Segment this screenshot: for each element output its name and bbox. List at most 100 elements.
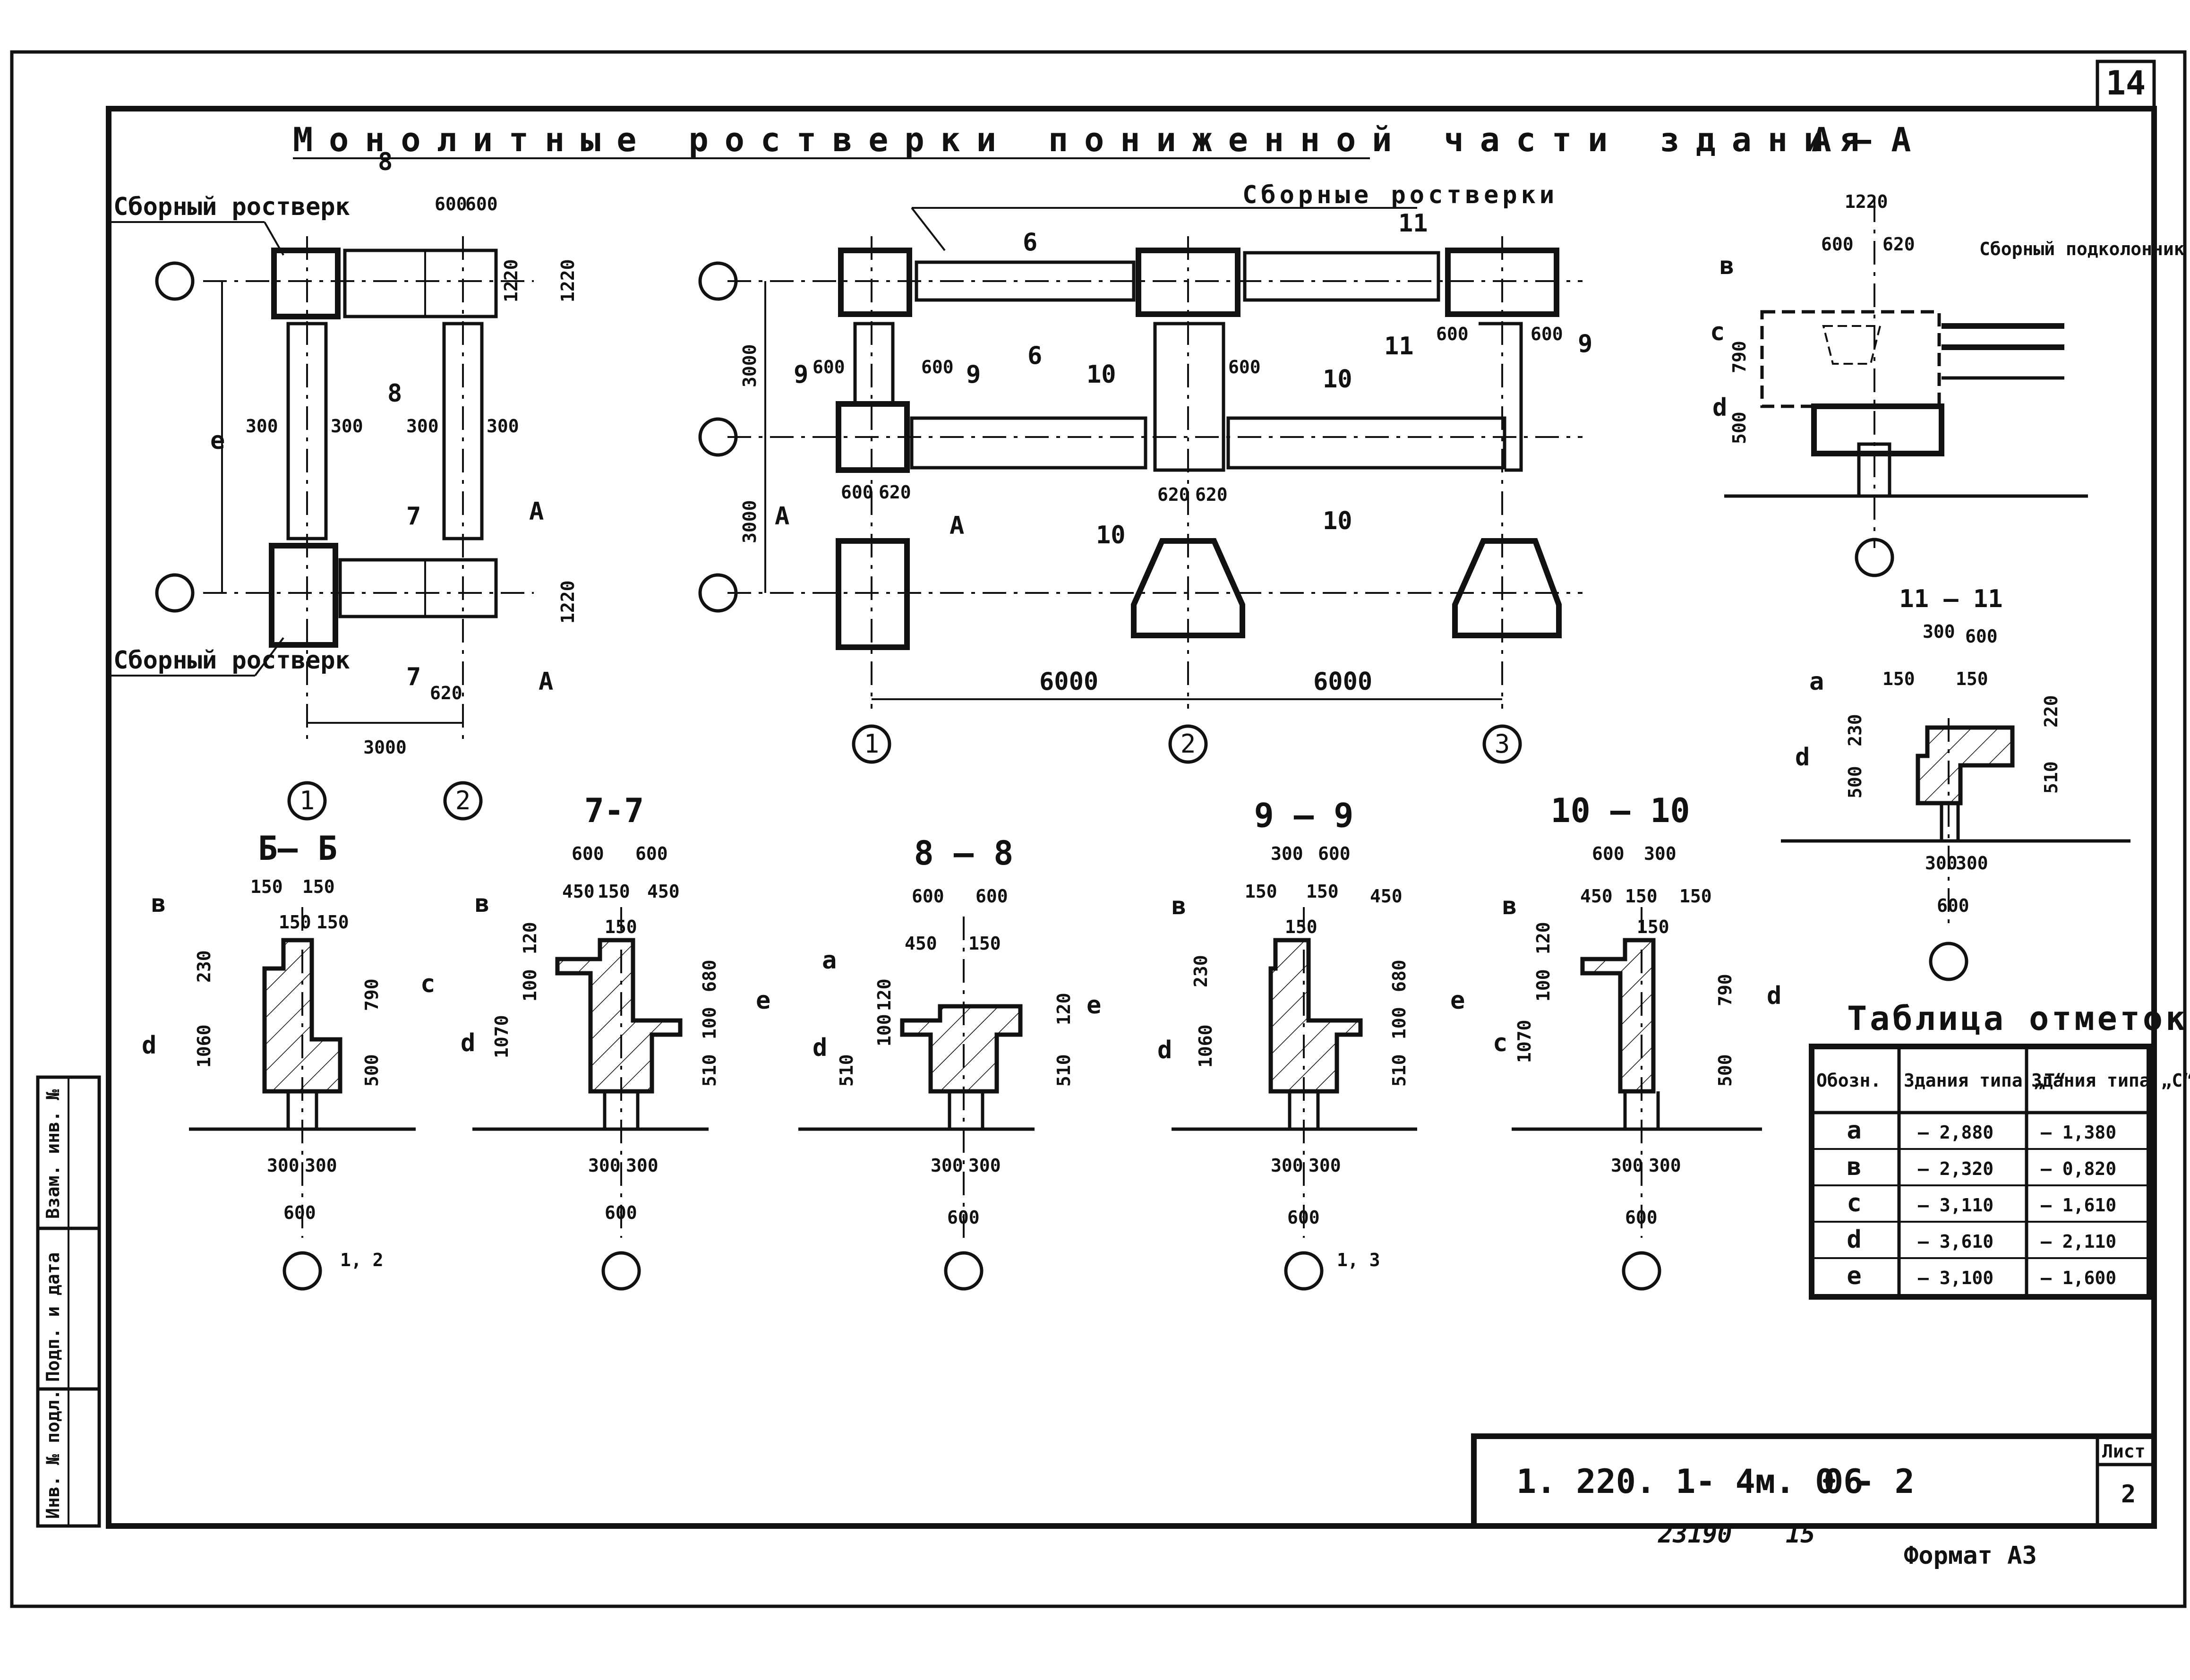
sheet-title: Монолитные ростверки пониженной части зд… xyxy=(293,120,1875,159)
svg-text:1070: 1070 xyxy=(491,1015,512,1058)
svg-text:680: 680 xyxy=(1389,960,1410,992)
svg-text:300: 300 xyxy=(1271,1155,1303,1176)
svg-text:e: e xyxy=(756,986,770,1015)
table-header-t: Здания типа „Т“ xyxy=(1904,1070,2066,1091)
svg-text:А: А xyxy=(950,512,964,540)
svg-text:620: 620 xyxy=(430,683,462,703)
svg-text:11: 11 xyxy=(1398,209,1428,238)
svg-text:600: 600 xyxy=(975,886,1008,907)
svg-text:8 — 8: 8 — 8 xyxy=(914,834,1014,873)
axis-bubble-center-c xyxy=(698,573,738,613)
svg-text:620: 620 xyxy=(879,482,911,503)
svg-text:Сборный подколонник: Сборный подколонник xyxy=(1979,239,2185,259)
side-stamps: Инв. № подл. Подп. и дата Взам. инв. № xyxy=(36,1075,101,1528)
plan-center: 3000 3000 6000 6000 Сборные ростверки 60… xyxy=(727,181,1592,709)
svg-text:a: a xyxy=(822,946,837,975)
svg-text:11 — 11: 11 — 11 xyxy=(1899,585,2002,613)
svg-text:150: 150 xyxy=(1625,886,1658,907)
table-cell: в xyxy=(1847,1153,1861,1181)
svg-text:500: 500 xyxy=(1845,766,1865,798)
svg-text:в: в xyxy=(1172,892,1186,920)
svg-text:600: 600 xyxy=(1287,1207,1320,1228)
svg-text:150: 150 xyxy=(968,933,1001,954)
svg-text:100: 100 xyxy=(874,1014,895,1046)
svg-text:1, 2: 1, 2 xyxy=(340,1250,384,1270)
svg-text:e: e xyxy=(1086,991,1101,1020)
svg-text:600: 600 xyxy=(635,843,668,864)
svg-text:1060: 1060 xyxy=(194,1024,214,1068)
svg-text:230: 230 xyxy=(1845,714,1865,746)
svg-text:500: 500 xyxy=(1729,411,1750,444)
svg-text:8: 8 xyxy=(387,379,402,408)
svg-text:e: e xyxy=(1450,986,1465,1015)
svg-text:120: 120 xyxy=(520,922,540,954)
label-precast-top: Сборный ростверк xyxy=(113,193,350,221)
svg-text:А: А xyxy=(775,502,789,531)
svg-text:с: с xyxy=(1710,318,1725,346)
axis-bubble-center-a xyxy=(698,261,738,301)
svg-text:620: 620 xyxy=(1195,484,1228,505)
svg-text:600: 600 xyxy=(435,194,467,214)
svg-text:220: 220 xyxy=(2041,695,2062,728)
svg-text:510: 510 xyxy=(1053,1054,1074,1087)
section-1010: 10 — 10 600 300 450 150 150 150 120 100 … xyxy=(1493,791,1781,1291)
svg-text:в: в xyxy=(475,890,489,918)
svg-text:600: 600 xyxy=(1937,895,1969,916)
title-block: 1. 220. 1- 4м. 0 - 2 06 Лист 2 xyxy=(1471,1433,2157,1529)
svg-text:500: 500 xyxy=(361,1054,382,1087)
svg-text:620: 620 xyxy=(1882,234,1915,255)
drawing-code: 1. 220. 1- 4м. 0 - 2 xyxy=(1516,1462,1915,1501)
svg-text:300: 300 xyxy=(626,1155,659,1176)
svg-text:450: 450 xyxy=(562,881,595,902)
plan-left: e Сборный ростверк Сборный ростверк 3000… xyxy=(109,148,578,758)
svg-text:150: 150 xyxy=(1882,669,1915,689)
svg-text:600: 600 xyxy=(1436,324,1469,344)
axis-bubble-c2 xyxy=(1168,724,1208,764)
svg-text:230: 230 xyxy=(194,950,214,983)
svg-text:150: 150 xyxy=(250,876,283,897)
marks-table-title: Таблица отметок xyxy=(1847,999,2188,1038)
corner-box xyxy=(2096,60,2156,111)
svg-text:d: d xyxy=(461,1029,475,1057)
svg-text:300: 300 xyxy=(1644,843,1677,864)
svg-text:150: 150 xyxy=(1637,917,1669,937)
svg-text:d: d xyxy=(1712,394,1727,422)
svg-text:150: 150 xyxy=(1285,917,1317,937)
svg-text:100: 100 xyxy=(1533,969,1554,1002)
svg-text:150: 150 xyxy=(1956,669,1988,689)
svg-text:790: 790 xyxy=(361,978,382,1011)
table-cell: — 2,880 xyxy=(1918,1122,1993,1143)
svg-text:6: 6 xyxy=(1027,342,1042,370)
svg-text:300: 300 xyxy=(246,416,278,437)
table-cell: — 3,100 xyxy=(1918,1268,1993,1288)
axis-bubble-c1 xyxy=(852,724,891,764)
svg-text:120: 120 xyxy=(1533,922,1554,954)
axis-bubble-c3 xyxy=(1482,724,1522,764)
table-cell: — 2,110 xyxy=(2041,1231,2116,1252)
svg-text:1, 3: 1, 3 xyxy=(1337,1250,1380,1270)
svg-text:6: 6 xyxy=(1023,228,1037,257)
table-cell: — 3,610 xyxy=(1918,1231,1993,1252)
table-cell: c xyxy=(1847,1189,1861,1217)
axis-bubble-2 xyxy=(443,781,483,821)
svg-text:300: 300 xyxy=(1649,1155,1681,1176)
svg-text:7: 7 xyxy=(406,502,421,531)
svg-text:120: 120 xyxy=(874,978,895,1011)
svg-text:680: 680 xyxy=(699,960,720,992)
svg-text:300: 300 xyxy=(267,1155,299,1176)
svg-text:Б— Б: Б— Б xyxy=(258,829,338,868)
svg-text:150: 150 xyxy=(1245,881,1277,902)
svg-text:600: 600 xyxy=(841,482,873,503)
svg-text:в: в xyxy=(1719,252,1734,280)
svg-text:с: с xyxy=(1493,1029,1507,1057)
corner-number: 14 xyxy=(2106,64,2146,103)
svg-text:7-7: 7-7 xyxy=(584,791,644,830)
svg-text:10: 10 xyxy=(1096,521,1126,549)
svg-text:1060: 1060 xyxy=(1195,1024,1216,1068)
svg-text:2: 2 xyxy=(455,786,471,815)
svg-text:100: 100 xyxy=(699,1007,720,1039)
svg-text:300: 300 xyxy=(968,1155,1001,1176)
axis-bubble-1 xyxy=(287,781,327,821)
table-header-code: Обозн. xyxy=(1816,1070,1881,1091)
